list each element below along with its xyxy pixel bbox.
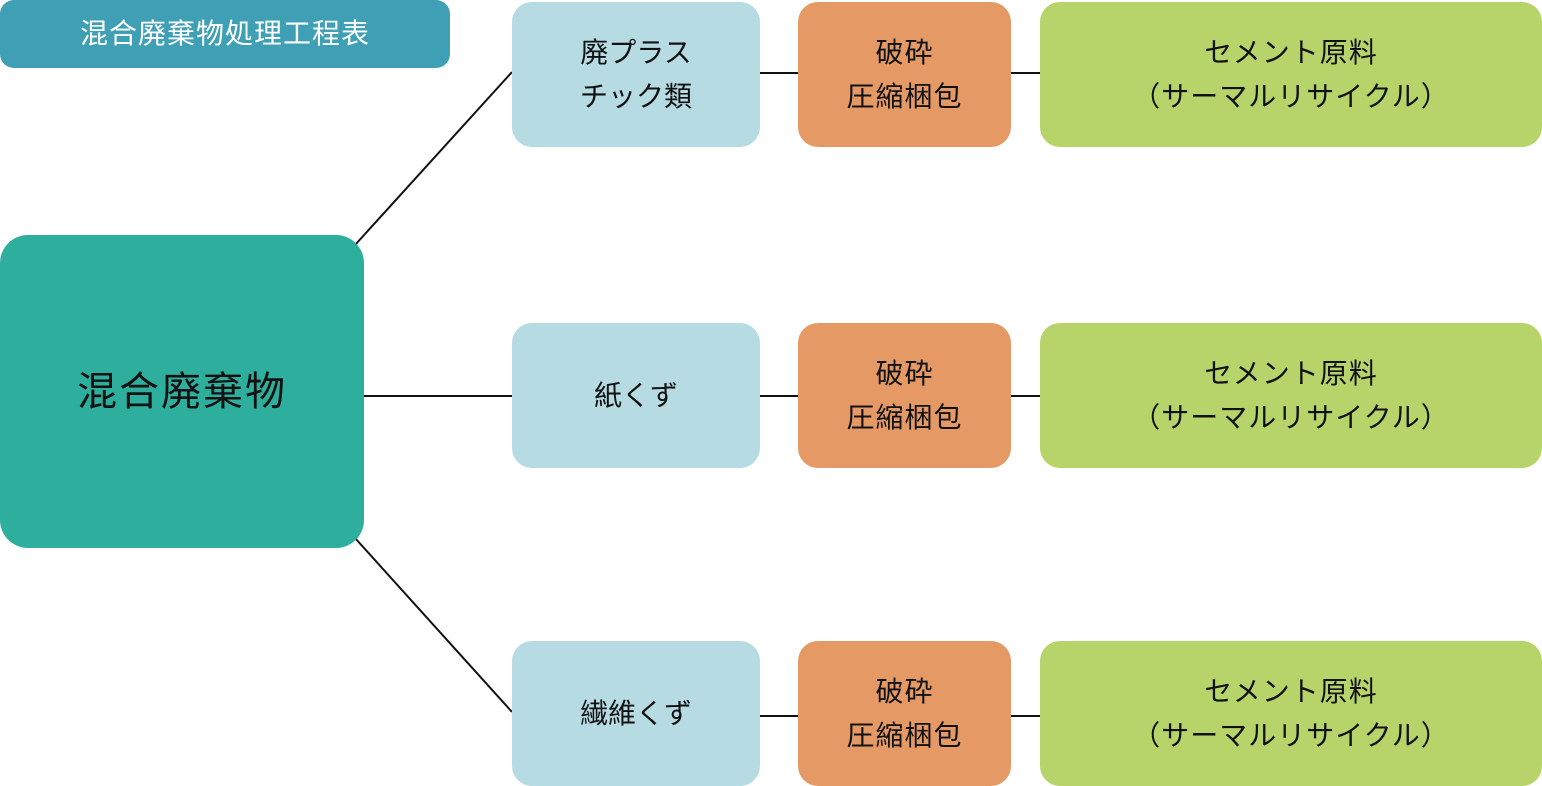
result-node-paper: セメント原料 （サーマルリサイクル） [1040, 323, 1542, 468]
process-node-paper: 破砕 圧縮梱包 [798, 323, 1011, 468]
connector-root-to-branch-3 [354, 537, 513, 713]
diagram-title: 混合廃棄物処理工程表 [0, 0, 450, 68]
result-node-fiber: セメント原料 （サーマルリサイクル） [1040, 641, 1542, 786]
process-node-plastics: 破砕 圧縮梱包 [798, 2, 1011, 147]
category-node-fiber: 繊維くず [512, 641, 760, 786]
category-node-paper: 紙くず [512, 323, 760, 468]
connector-root-to-branch-1 [354, 71, 513, 246]
root-node: 混合廃棄物 [0, 235, 364, 548]
category-node-plastics: 廃プラス チック類 [512, 2, 760, 147]
result-node-plastics: セメント原料 （サーマルリサイクル） [1040, 2, 1542, 147]
process-node-fiber: 破砕 圧縮梱包 [798, 641, 1011, 786]
